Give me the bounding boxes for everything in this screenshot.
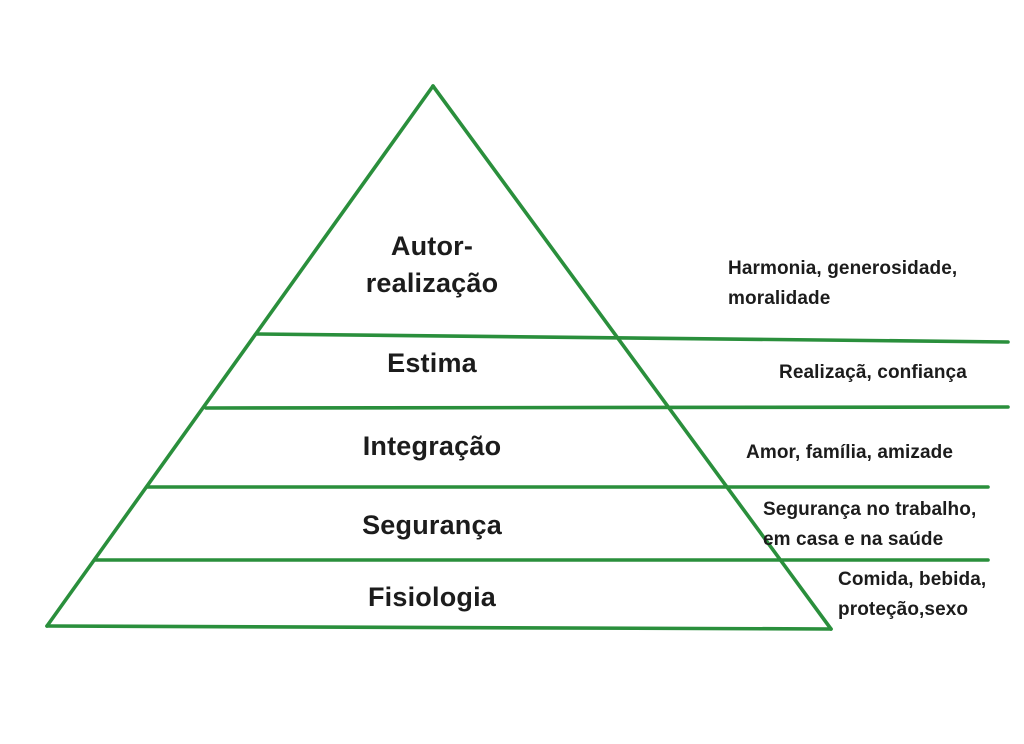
level-label-autor-realizacao: Autor- realização xyxy=(366,228,499,302)
pyramid-base-line xyxy=(45,624,833,631)
level-label-fisiologia: Fisiologia xyxy=(367,582,497,612)
annotation-autor-realizacao: Harmonia, generosidade, moralidade xyxy=(728,258,958,309)
divider-estima-integracao xyxy=(204,405,1010,410)
level-label-autor-line2: realização xyxy=(365,268,499,298)
pyramid-left-edge xyxy=(45,84,435,628)
level-label-autor-line1: Autor- xyxy=(390,231,474,261)
annotation-seguranca: Segurança no trabalho, em casa e na saúd… xyxy=(763,499,977,550)
pyramid-right-edge xyxy=(431,84,833,631)
level-label-estima: Estima xyxy=(387,348,477,378)
annotation-fisiologia: Comida, bebida, proteção,sexo xyxy=(838,569,987,620)
divider-autor-estima xyxy=(255,332,1010,344)
level-label-integracao: Integração xyxy=(362,431,502,461)
annotation-estima: Realizaçã, confiança xyxy=(779,362,967,383)
level-label-seguranca: Segurança xyxy=(362,510,502,540)
annotation-integracao: Amor, família, amizade xyxy=(746,442,954,463)
